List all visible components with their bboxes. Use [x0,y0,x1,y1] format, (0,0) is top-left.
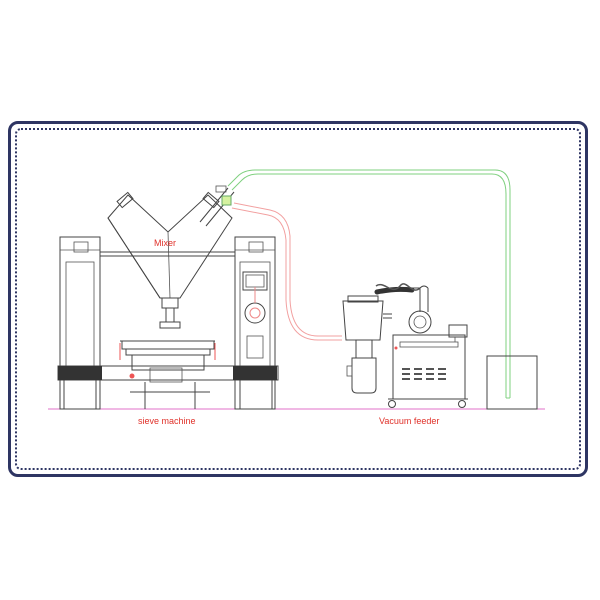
green-pipe [227,169,511,398]
mixer-label: Mixer [154,238,176,248]
sieve-machine [119,340,216,409]
vacuum-feeder [342,283,468,408]
sieve-label: sieve machine [138,416,196,426]
v-mixer-vessel [100,191,235,329]
diagram-frame-dotted [15,128,581,470]
vacuum-feeder-label: Vacuum feeder [379,416,439,426]
mixer-support-frame [57,236,279,410]
storage-bin [486,355,538,410]
mixer-inlet-valve [199,185,235,227]
mixer-drive-unit [242,271,268,359]
diagram-frame [8,121,588,477]
red-pipe [231,202,342,341]
